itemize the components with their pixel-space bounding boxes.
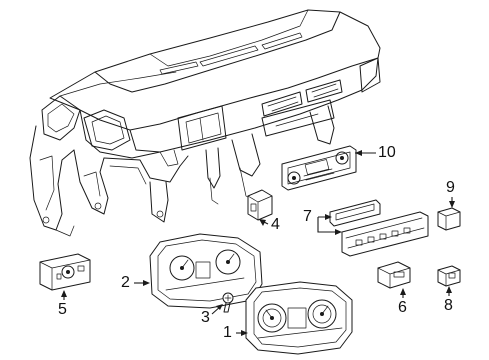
small-switch-9 [437, 207, 461, 231]
switch-panel-lower [341, 211, 429, 257]
callout-3: 3 [201, 309, 210, 326]
instrument-cluster [245, 281, 353, 355]
arrowhead-8 [446, 286, 452, 293]
screw [222, 292, 234, 313]
arrowhead-1 [241, 330, 248, 336]
arrowhead-7a [325, 214, 332, 220]
callout-8: 8 [444, 297, 453, 314]
switch-panel-upper [329, 199, 381, 227]
instrument-panel [29, 9, 381, 237]
callout-10: 10 [378, 144, 396, 161]
arrowhead-6 [400, 288, 406, 295]
arrowhead-9 [449, 201, 455, 208]
arrowhead-5 [61, 290, 67, 297]
climate-control-unit [281, 145, 357, 191]
callout-9: 9 [446, 179, 455, 196]
arrowhead-7b [335, 229, 342, 235]
arrowhead-10 [355, 150, 362, 156]
headlight-switch [39, 253, 91, 291]
callout-7: 7 [303, 208, 312, 225]
small-switch-8 [437, 265, 461, 287]
callout-6: 6 [398, 299, 407, 316]
cluster-housing [149, 233, 263, 309]
switch-6 [377, 261, 411, 289]
callout-4: 4 [271, 216, 280, 233]
callout-2: 2 [121, 274, 130, 291]
arrowhead-4 [259, 219, 266, 226]
arrowhead-2 [143, 280, 150, 286]
switch-module [247, 189, 273, 221]
callout-5: 5 [58, 301, 67, 318]
callout-1: 1 [223, 324, 232, 341]
arrowhead-3 [216, 304, 223, 310]
